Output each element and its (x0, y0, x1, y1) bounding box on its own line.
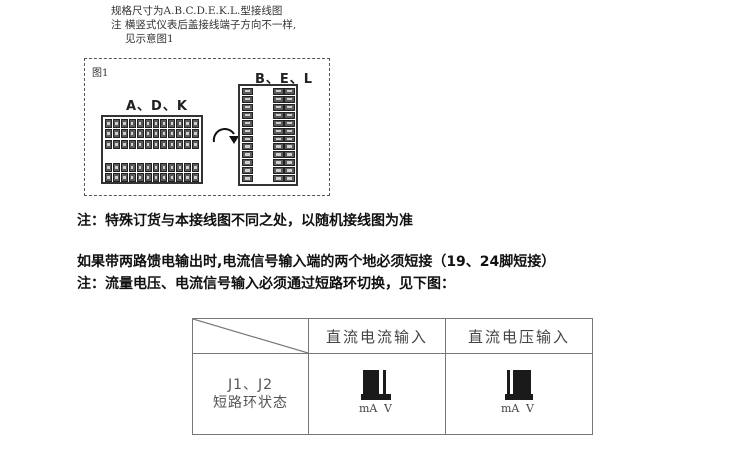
jumper-ma-position-icon: mA V (357, 370, 397, 415)
row-label-jumpers: J1、J2 (227, 377, 274, 393)
horizontal-board-title: A、D、K (126, 99, 188, 114)
special-order-note: 注：特殊订货与本接线图不同之处，以随机接线图为准 (77, 213, 413, 229)
terminal-col-left (242, 88, 253, 183)
terminal-col-middle (273, 88, 284, 183)
current-mode-cell: mA V (308, 353, 446, 435)
feedback-output-note: 如果带两路馈电输出时,电流信号输入端的两个地必须短接（19、24脚短接） (77, 254, 556, 270)
rotate-clockwise-arrow-icon (212, 128, 239, 144)
row-label-state: 短路环状态 (213, 395, 288, 411)
table-corner-cell (192, 318, 309, 354)
figure-1-frame (84, 58, 330, 196)
terminal-col-right (284, 88, 295, 183)
vertical-board-title: B、E、L (255, 72, 314, 87)
short-ring-note: 注：流量电压、电流信号输入必须通过短路环切换，见下图： (77, 276, 455, 292)
horizontal-terminal-board (101, 115, 203, 184)
see-figure-note: 见示意图1 (125, 33, 174, 45)
header-dc-current-input: 直流电流输入 (308, 318, 446, 354)
terminal-row-top-2 (105, 129, 200, 138)
figure-label: 图1 (92, 68, 109, 79)
v-label: V (526, 402, 534, 415)
terminal-row-bottom-2 (105, 173, 200, 182)
header-dc-voltage-input: 直流电压输入 (445, 318, 593, 354)
orientation-note: 注 横竖式仪表后盖接线端子方向不一样, (111, 19, 297, 31)
row-label-cell: J1、J2 短路环状态 (192, 353, 309, 435)
jumper-v-position-icon: mA V (499, 370, 539, 415)
terminal-row-top-1 (105, 119, 200, 128)
diagonal-line (193, 319, 308, 353)
voltage-mode-cell: mA V (445, 353, 593, 435)
terminal-row-bottom-1 (105, 163, 200, 172)
spec-title-note: 规格尺寸为A.B.C.D.E.K.L.型接线图 (111, 5, 283, 17)
ma-label: mA (359, 402, 378, 415)
ma-label: mA (501, 402, 520, 415)
terminal-row-middle (105, 140, 200, 149)
v-label: V (384, 402, 392, 415)
jumper-state-table: 直流电流输入 直流电压输入 J1、J2 短路环状态 mA V (192, 318, 593, 435)
vertical-terminal-board (238, 84, 298, 186)
